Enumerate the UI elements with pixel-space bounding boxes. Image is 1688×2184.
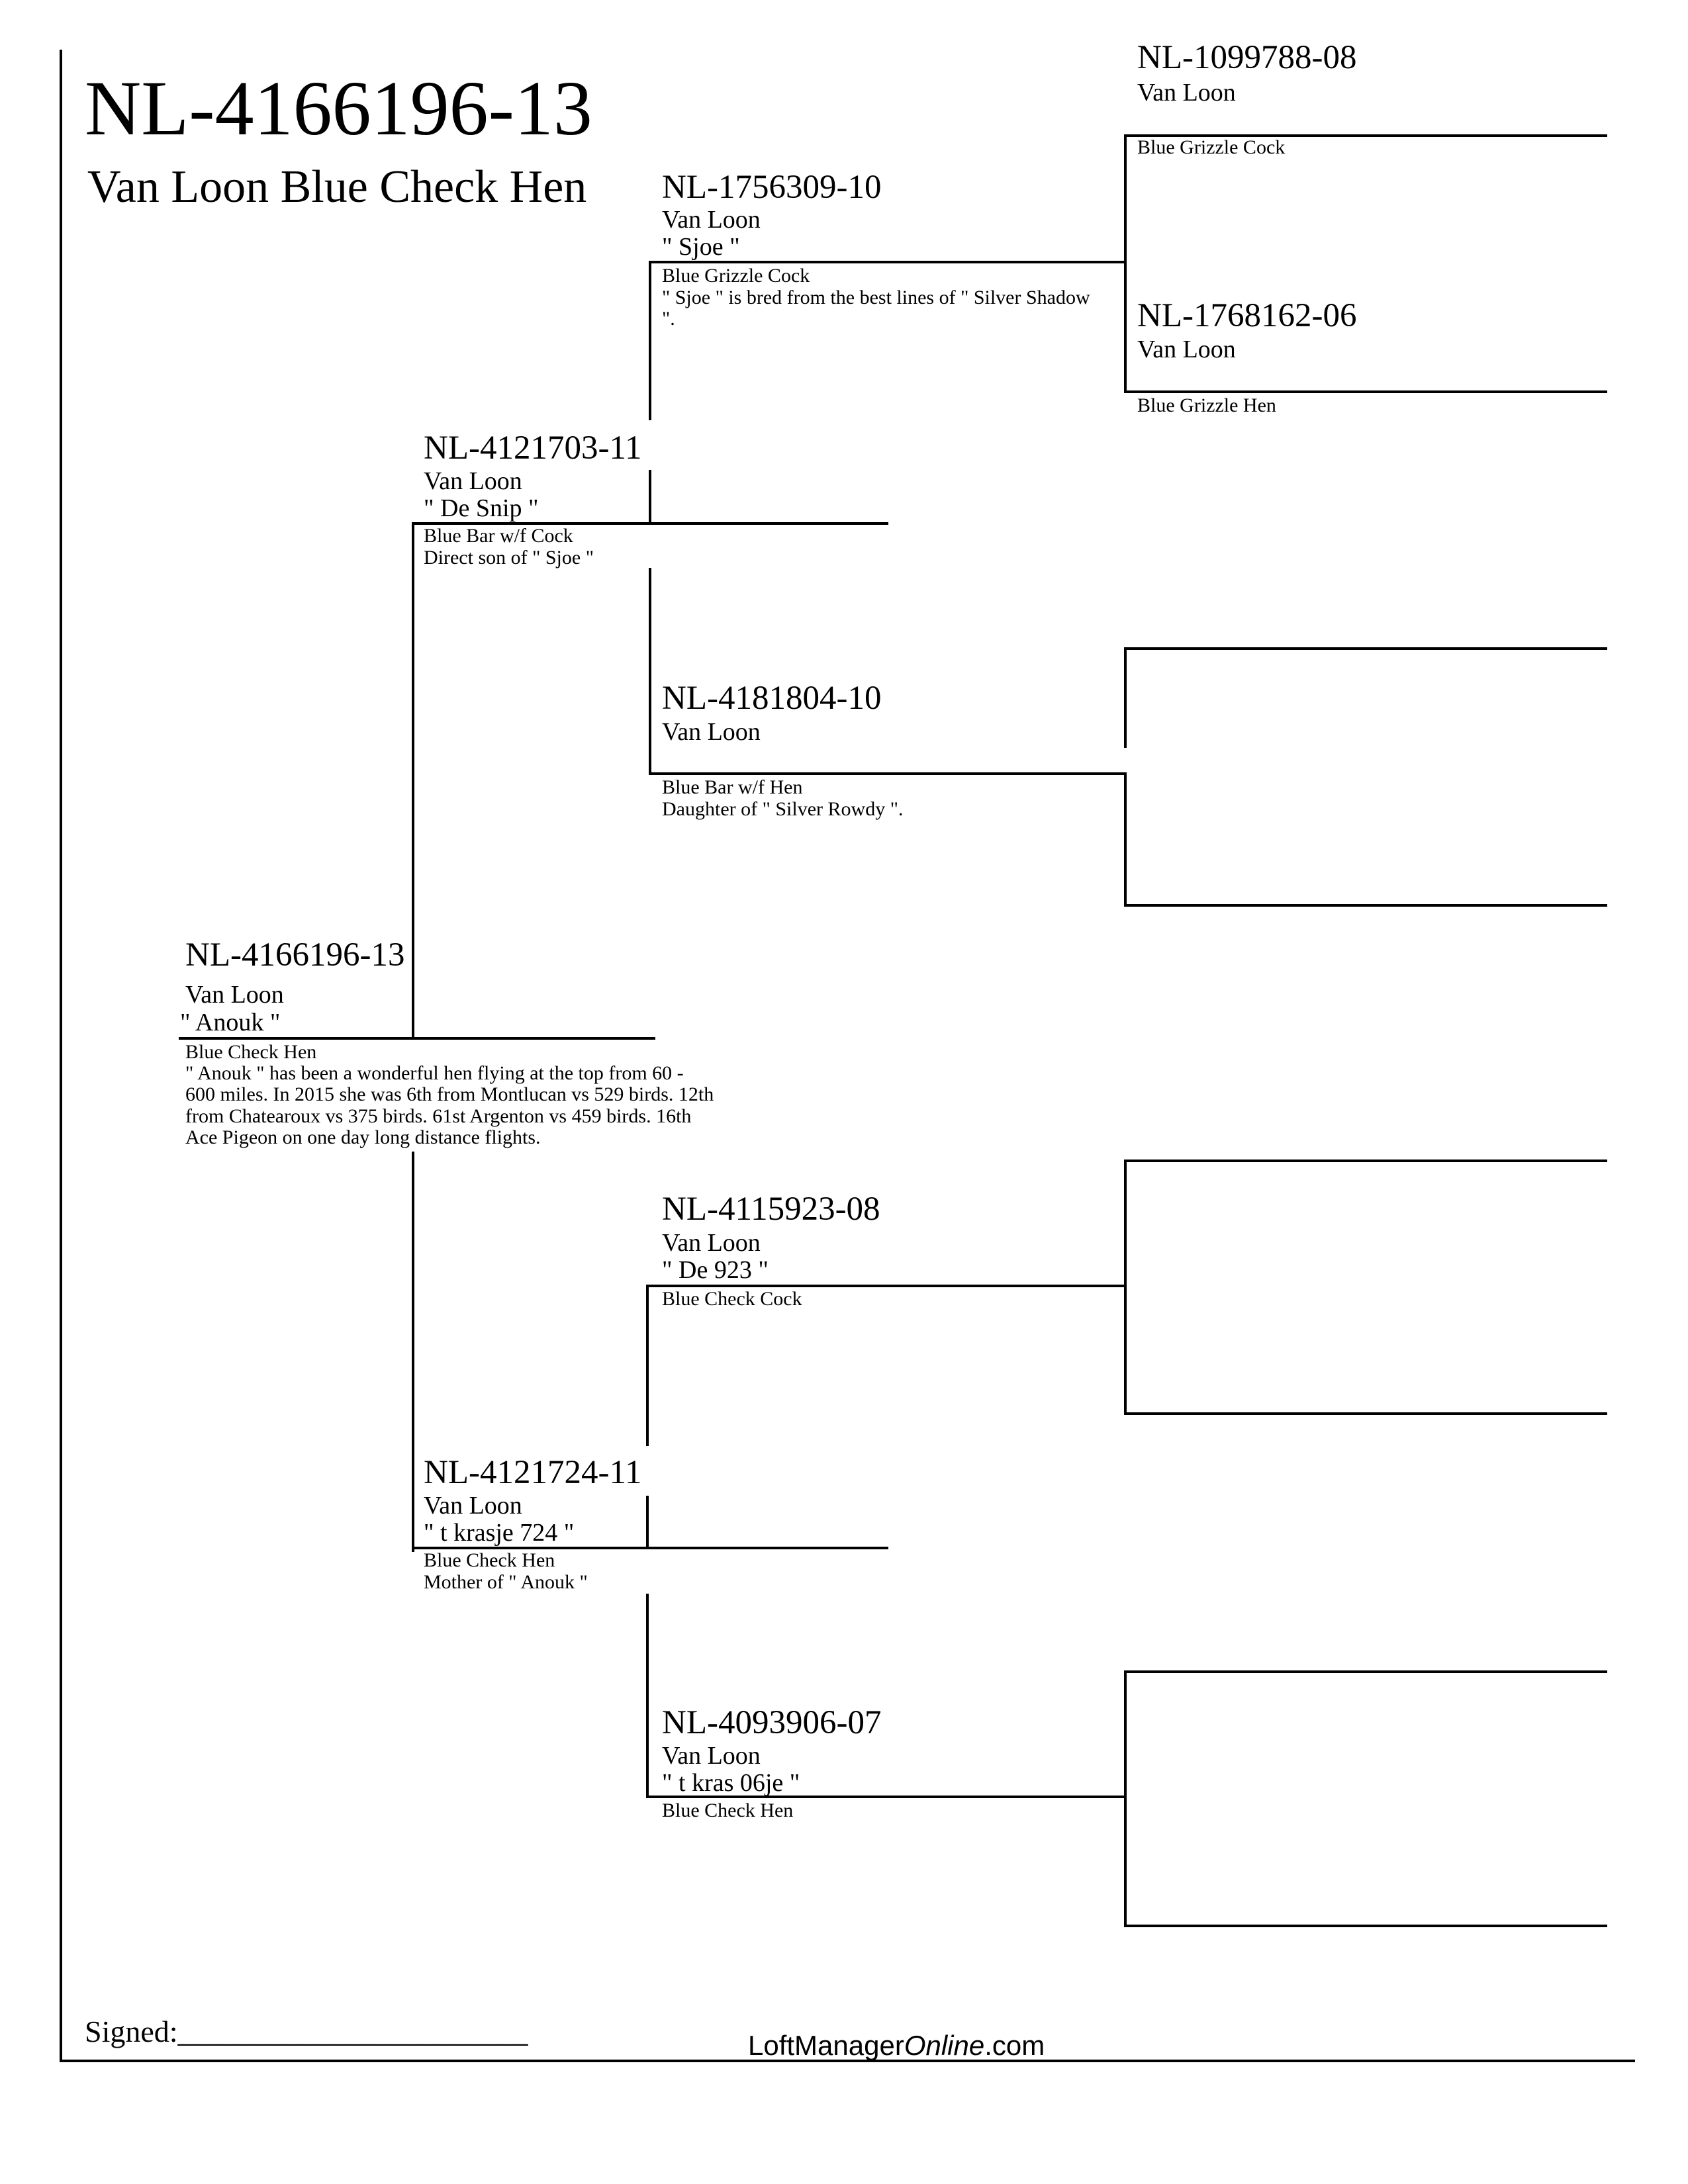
sd-bracket-lower: [1124, 772, 1127, 907]
sire-ring: NL-4121703-11: [424, 430, 642, 467]
sire-dam-ring: NL-4181804-10: [662, 680, 882, 717]
dam-sire-line: [646, 1285, 1125, 1287]
sire-lower-connector: [649, 568, 651, 774]
ss-dam-ring: NL-1768162-06: [1137, 297, 1357, 334]
dam-ring: NL-4121724-11: [424, 1454, 642, 1491]
sd-sire-line: [1124, 647, 1607, 650]
dd-sire-line: [1124, 1670, 1607, 1673]
dam-upper-connector: [646, 1287, 649, 1446]
sire-breeder: Van Loon: [424, 467, 522, 495]
dam-dam-line: [646, 1796, 1125, 1798]
sire-color: Blue Bar w/f Cock: [424, 525, 573, 547]
subject-breeder: Van Loon: [185, 981, 284, 1009]
dam-name: " t krasje 724 ": [424, 1519, 575, 1547]
sire-sire-notes: " Sjoe " is bred from the best lines of …: [662, 287, 1090, 330]
page-ring-number: NL-4166196-13: [85, 65, 592, 152]
sire-name: " De Snip ": [424, 494, 539, 522]
site-brand-suffix: .com: [984, 2030, 1045, 2061]
page-title: Van Loon Blue Check Hen: [87, 161, 587, 212]
site-brand-italic: Online: [904, 2030, 985, 2061]
ds-bracket-vertical: [1124, 1160, 1127, 1415]
sire-dam-color: Blue Bar w/f Hen: [662, 776, 803, 798]
sire-dam-breeder: Van Loon: [662, 718, 761, 746]
dam-dam-color: Blue Check Hen: [662, 1799, 794, 1821]
sire-sire-color: Blue Grizzle Cock: [662, 265, 810, 287]
dam-breeder: Van Loon: [424, 1492, 522, 1520]
bottom-border: [60, 2060, 1635, 2062]
ss-sire-color: Blue Grizzle Cock: [1137, 136, 1286, 158]
dam-lower-connector: [646, 1594, 649, 1796]
ss-dam-line: [1124, 390, 1607, 393]
subject-color: Blue Check Hen: [185, 1041, 317, 1063]
dam-sire-color: Blue Check Cock: [662, 1288, 802, 1310]
dam-line: [412, 1547, 888, 1549]
subject-name: " Anouk ": [180, 1009, 281, 1036]
sire-sire-ring: NL-1756309-10: [662, 169, 882, 206]
dam-sire-ring: NL-4115923-08: [662, 1191, 880, 1228]
sire-upper-connector-stub: [649, 470, 651, 523]
sire-sire-name: " Sjoe ": [662, 233, 740, 261]
ss-bracket-vertical: [1124, 134, 1127, 393]
subject-ring: NL-4166196-13: [185, 936, 405, 974]
left-border: [60, 50, 62, 2062]
dd-dam-line: [1124, 1925, 1607, 1927]
sire-notes: Direct son of " Sjoe ": [424, 547, 594, 569]
dam-dam-breeder: Van Loon: [662, 1742, 761, 1770]
dam-sire-breeder: Van Loon: [662, 1229, 761, 1257]
subject-line: [179, 1037, 655, 1040]
dam-upper-connector-stub: [646, 1496, 649, 1547]
site-brand-plain: LoftManager: [748, 2030, 904, 2061]
dam-dam-ring: NL-4093906-07: [662, 1704, 882, 1741]
ss-dam-color: Blue Grizzle Hen: [1137, 394, 1276, 416]
dd-bracket-vertical: [1124, 1670, 1127, 1927]
ds-sire-line: [1124, 1160, 1607, 1162]
subject-dam-connector: [412, 1152, 414, 1552]
sire-sire-breeder: Van Loon: [662, 206, 761, 234]
site-brand: LoftManagerOnline.com: [748, 2030, 1045, 2062]
sire-upper-connector: [649, 261, 651, 420]
sire-dam-line: [649, 772, 1125, 775]
dam-sire-name: " De 923 ": [662, 1256, 769, 1284]
ss-dam-breeder: Van Loon: [1137, 336, 1236, 363]
sire-line: [412, 522, 888, 525]
ds-dam-line: [1124, 1412, 1607, 1415]
ss-sire-line: [1124, 134, 1607, 137]
dam-notes: Mother of " Anouk ": [424, 1571, 588, 1593]
ss-sire-ring: NL-1099788-08: [1137, 39, 1357, 76]
dam-dam-name: " t kras 06je ": [662, 1769, 800, 1797]
subject-notes: " Anouk " has been a wonderful hen flyin…: [185, 1062, 714, 1149]
dam-color: Blue Check Hen: [424, 1549, 555, 1571]
signed-line: Signed:_______________________: [85, 2015, 528, 2048]
ss-sire-breeder: Van Loon: [1137, 79, 1236, 107]
subject-sire-connector: [412, 523, 414, 1039]
sd-dam-line: [1124, 904, 1607, 907]
sire-sire-line: [649, 261, 1125, 263]
sire-dam-notes: Daughter of " Silver Rowdy ".: [662, 798, 904, 820]
sd-bracket-upper: [1124, 647, 1127, 748]
